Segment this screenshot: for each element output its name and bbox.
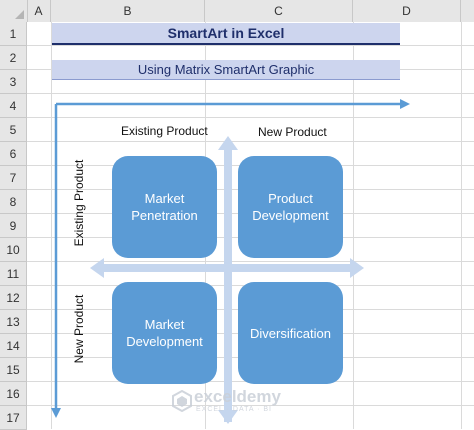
gridline (353, 22, 354, 429)
row-header-5[interactable]: 5 (0, 118, 27, 142)
column-header-row: A B C D (0, 0, 474, 23)
quadrant-diversification[interactable]: Diversification (238, 282, 343, 384)
gridline (27, 117, 474, 118)
cross-arrows (90, 136, 364, 424)
row-header-3[interactable]: 3 (0, 70, 27, 94)
gridline (27, 141, 474, 142)
row-header-2[interactable]: 2 (0, 46, 27, 70)
matrix-smartart[interactable]: Existing Product New Product Existing Pr… (40, 96, 420, 428)
row-header-8[interactable]: 8 (0, 190, 27, 214)
watermark: exceldemy EXCEL · DATA · BI (172, 386, 312, 418)
quadrant-market-penetration[interactable]: Market Penetration (112, 156, 217, 258)
row-header-13[interactable]: 13 (0, 310, 27, 334)
left-top-axis-label: Existing Product (72, 159, 86, 247)
gridline (27, 93, 474, 94)
quadrant-label: Market Penetration (131, 191, 198, 223)
corner-select-icon[interactable] (0, 0, 28, 22)
column-header-c[interactable]: C (205, 0, 353, 22)
row-header-17[interactable]: 17 (0, 406, 27, 430)
row-header-11[interactable]: 11 (0, 262, 27, 286)
sheet-title[interactable]: SmartArt in Excel (52, 23, 400, 45)
row-header-9[interactable]: 9 (0, 214, 27, 238)
column-header-a[interactable]: A (27, 0, 51, 22)
gridline (27, 261, 474, 262)
quadrant-label: Product Development (252, 191, 329, 223)
watermark-name: exceldemy (194, 387, 281, 406)
row-header-10[interactable]: 10 (0, 238, 27, 262)
gridline (27, 45, 474, 46)
quadrant-label: Diversification (250, 325, 331, 341)
row-header-4[interactable]: 4 (0, 94, 27, 118)
down-arrow-icon (51, 408, 61, 418)
column-header-d[interactable]: D (353, 0, 461, 22)
watermark-tagline: EXCEL · DATA · BI (196, 406, 272, 413)
exceldemy-logo-icon (172, 390, 192, 412)
gridline (27, 405, 474, 406)
row-header-1[interactable]: 1 (0, 22, 27, 46)
quadrant-label: Market Development (126, 317, 203, 349)
row-header-16[interactable]: 16 (0, 382, 27, 406)
column-header-b[interactable]: B (51, 0, 205, 22)
row-header-14[interactable]: 14 (0, 334, 27, 358)
row-header-7[interactable]: 7 (0, 166, 27, 190)
row-header-12[interactable]: 12 (0, 286, 27, 310)
top-right-axis-label: New Product (258, 125, 327, 139)
row-header-6[interactable]: 6 (0, 142, 27, 166)
quadrant-market-development[interactable]: Market Development (112, 282, 217, 384)
quadrant-product-development[interactable]: Product Development (238, 156, 343, 258)
matrix-axes (51, 99, 410, 424)
gridline (51, 22, 52, 429)
gridline (461, 22, 462, 429)
sheet-subtitle[interactable]: Using Matrix SmartArt Graphic (52, 60, 400, 80)
right-arrow-icon (400, 99, 410, 109)
row-header-15[interactable]: 15 (0, 358, 27, 382)
left-bottom-axis-label: New Product (72, 294, 86, 364)
top-left-axis-label: Existing Product (121, 124, 208, 138)
